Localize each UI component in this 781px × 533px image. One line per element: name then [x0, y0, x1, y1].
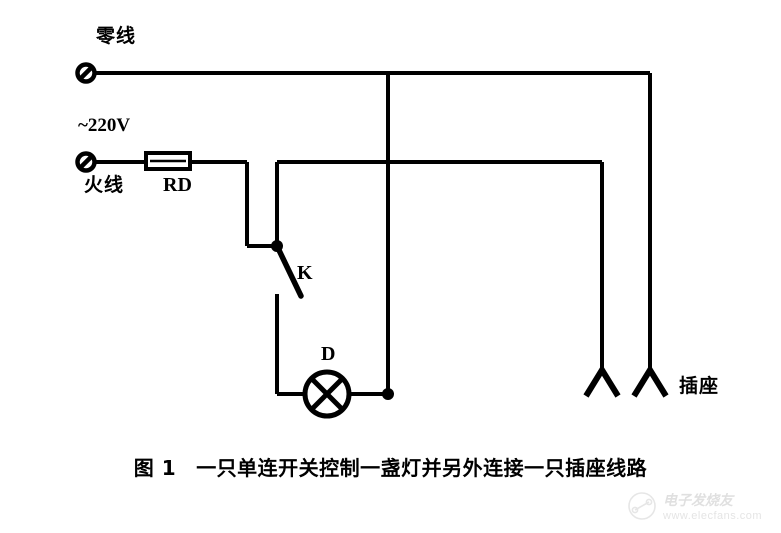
label-neutral-wire: 零线 — [96, 25, 137, 47]
label-switch: K — [297, 262, 313, 284]
terminal-neutral-icon — [75, 62, 97, 84]
figure-number: 图 1 — [133, 456, 177, 480]
label-socket: 插座 — [679, 375, 720, 397]
socket-pin-right-icon — [631, 364, 669, 398]
label-live-wire: 火线 — [84, 174, 125, 196]
lamp-icon — [302, 369, 352, 419]
label-fuse: RD — [163, 174, 192, 196]
socket-pin-left-icon — [583, 364, 621, 398]
figure-caption-text: 一只单连开关控制一盏灯并另外连接一只插座线路 — [196, 456, 648, 480]
terminal-live-icon — [75, 151, 97, 173]
figure-caption: 图 1 一只单连开关控制一盏灯并另外连接一只插座线路 — [0, 452, 781, 481]
fuse-icon — [144, 151, 192, 171]
switch-icon — [271, 240, 304, 299]
junction-dot-icon — [382, 388, 394, 400]
label-supply-voltage: ~220V — [78, 115, 131, 136]
label-lamp: D — [321, 343, 336, 365]
